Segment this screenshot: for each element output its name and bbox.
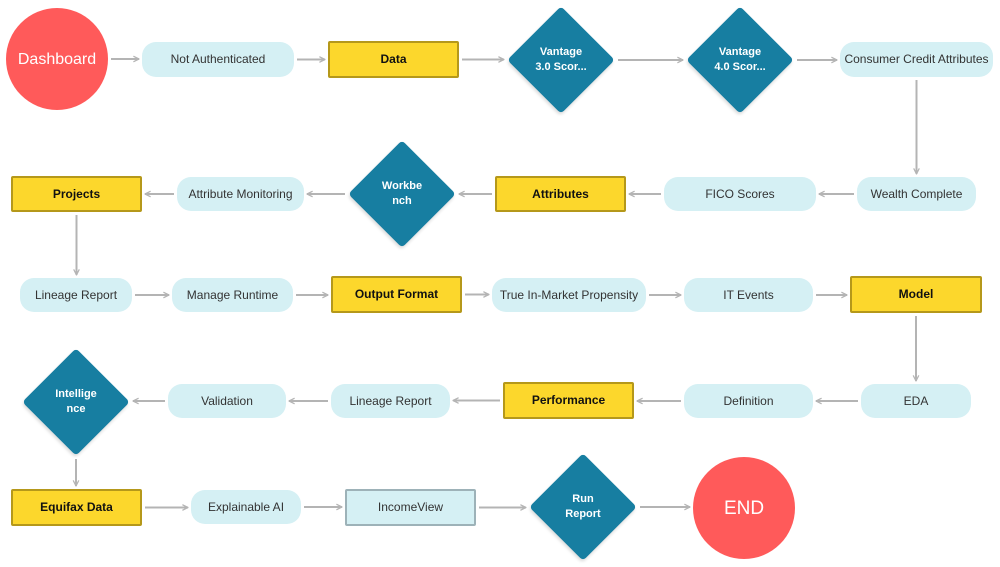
- not-authenticated-node[interactable]: Not Authenticated: [142, 42, 294, 77]
- wealth-complete-node[interactable]: Wealth Complete: [857, 177, 976, 211]
- data-node[interactable]: Data: [328, 41, 459, 78]
- node-label: Not Authenticated: [170, 52, 266, 66]
- node-label: Consumer Credit Attributes: [844, 52, 989, 66]
- fico-scores-node[interactable]: FICO Scores: [664, 177, 816, 211]
- node-label: Projects: [52, 186, 101, 201]
- node-label: FICO Scores: [705, 186, 775, 201]
- workbench-node[interactable]: Workbe nch: [347, 139, 457, 249]
- vantage-4-node[interactable]: Vantage 4.0 Scor...: [685, 5, 795, 115]
- end-node[interactable]: END: [693, 457, 795, 559]
- node-label: Equifax Data: [40, 500, 113, 514]
- attributes-node[interactable]: Attributes: [495, 176, 626, 212]
- node-label: Attribute Monitoring: [188, 186, 293, 201]
- equifax-data-node[interactable]: Equifax Data: [11, 489, 142, 526]
- explainable-ai-node[interactable]: Explainable AI: [191, 490, 301, 524]
- incomeview-node[interactable]: IncomeView: [345, 489, 476, 526]
- node-label: Vantage 4.0 Scor...: [714, 46, 766, 73]
- node-label: Workbe nch: [381, 180, 423, 207]
- projects-node[interactable]: Projects: [11, 176, 142, 212]
- definition-node[interactable]: Definition: [684, 384, 813, 418]
- validation-node[interactable]: Validation: [168, 384, 286, 418]
- performance-node[interactable]: Performance: [503, 382, 634, 419]
- node-label: Run Report: [565, 493, 601, 520]
- vantage-3-node[interactable]: Vantage 3.0 Scor...: [506, 5, 616, 115]
- intelligence-node[interactable]: Intellige nce: [21, 347, 131, 457]
- node-label: Performance: [531, 393, 606, 407]
- node-label: Output Format: [354, 287, 439, 301]
- node-label: Vantage 3.0 Scor...: [535, 46, 587, 73]
- true-in-market-propensity-node[interactable]: True In-Market Propensity: [492, 278, 646, 312]
- dashboard-node[interactable]: Dashboard: [6, 8, 108, 110]
- node-label: Lineage Report: [349, 393, 432, 408]
- eda-node[interactable]: EDA: [861, 384, 971, 418]
- run-report-node[interactable]: Run Report: [528, 452, 638, 562]
- node-label: EDA: [903, 393, 929, 408]
- lineage-report-node[interactable]: Lineage Report: [20, 278, 132, 312]
- it-events-node[interactable]: IT Events: [684, 278, 813, 312]
- manage-runtime-node[interactable]: Manage Runtime: [172, 278, 293, 312]
- node-label: IT Events: [723, 287, 774, 302]
- node-label: Model: [898, 287, 934, 301]
- output-format-node[interactable]: Output Format: [331, 276, 462, 313]
- node-label: Validation: [201, 393, 253, 408]
- consumer-credit-attributes-node[interactable]: Consumer Credit Attributes: [840, 42, 993, 77]
- node-label: Wealth Complete: [870, 186, 963, 201]
- node-label: END: [723, 497, 765, 519]
- lineage-report-node[interactable]: Lineage Report: [331, 384, 450, 418]
- node-label: True In-Market Propensity: [499, 287, 639, 302]
- node-label: Attributes: [532, 186, 589, 201]
- node-label: Lineage Report: [34, 287, 118, 302]
- attribute-monitoring-node[interactable]: Attribute Monitoring: [177, 177, 304, 211]
- node-label: Data: [380, 52, 407, 66]
- node-label: Intellige nce: [55, 388, 97, 415]
- node-label: Explainable AI: [207, 499, 285, 514]
- node-label: Manage Runtime: [186, 287, 279, 302]
- node-label: Dashboard: [17, 50, 97, 68]
- node-label: Definition: [723, 393, 774, 408]
- model-node[interactable]: Model: [850, 276, 982, 313]
- node-label: IncomeView: [377, 500, 444, 514]
